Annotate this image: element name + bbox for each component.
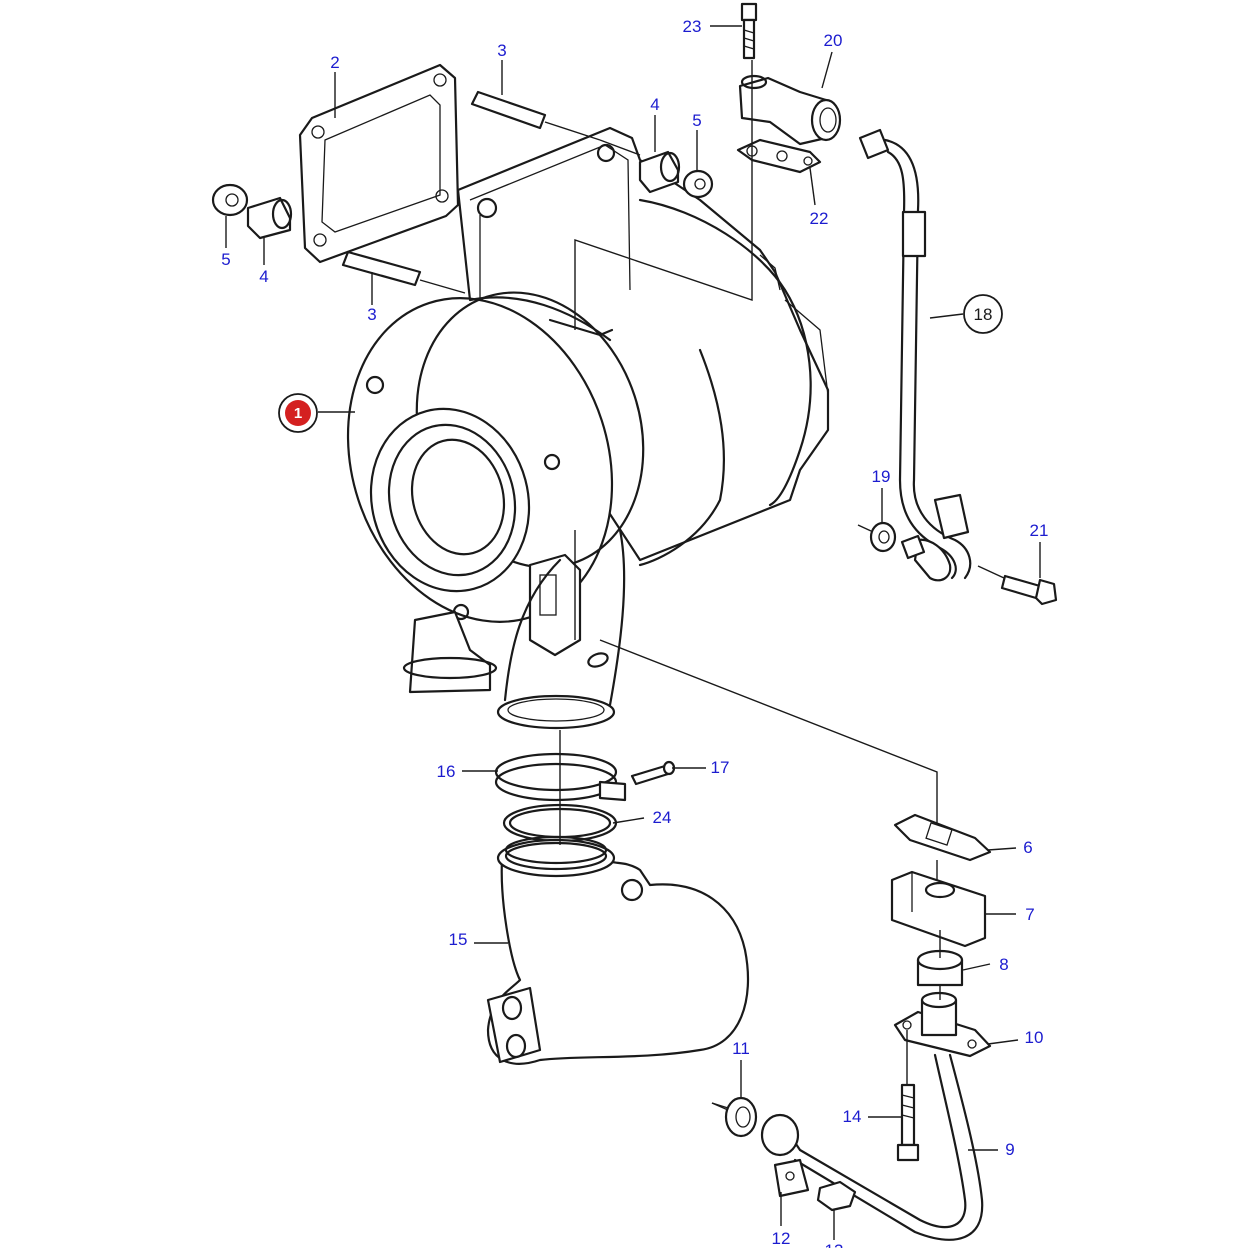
callout-8: 8 bbox=[999, 955, 1008, 974]
callout-23: 23 bbox=[683, 17, 702, 36]
callout-1: 1 bbox=[294, 405, 302, 422]
clip-12 bbox=[773, 1158, 810, 1198]
exhaust-elbow-15 bbox=[486, 835, 750, 1065]
callout-18: 18 bbox=[974, 305, 993, 324]
callout-10: 10 bbox=[1025, 1028, 1044, 1047]
turbocharger-unit bbox=[346, 126, 830, 730]
oil-return-pipe-9 bbox=[760, 1053, 984, 1241]
callout-20: 20 bbox=[824, 31, 843, 50]
callout-1-badge: 1 bbox=[278, 393, 318, 433]
callout-15: 15 bbox=[449, 930, 468, 949]
callout-12: 12 bbox=[772, 1229, 791, 1248]
nut-right bbox=[682, 169, 714, 199]
spacer-left bbox=[246, 196, 293, 240]
callout-3-upper: 3 bbox=[497, 41, 506, 60]
bolt-14 bbox=[896, 1083, 920, 1162]
v-clamp-16 bbox=[494, 752, 627, 802]
flange-pipe-10 bbox=[893, 991, 992, 1058]
banjo-bolt-side bbox=[900, 534, 926, 560]
gasket-6 bbox=[893, 813, 992, 862]
callout-22: 22 bbox=[810, 209, 829, 228]
flange-block-7 bbox=[890, 870, 987, 948]
callout-6: 6 bbox=[1023, 838, 1032, 857]
callout-18-circle: 18 bbox=[963, 294, 1003, 334]
callout-14: 14 bbox=[843, 1107, 862, 1126]
callout-24: 24 bbox=[653, 808, 672, 827]
callout-9: 9 bbox=[1005, 1140, 1014, 1159]
bolt-13 bbox=[816, 1180, 857, 1212]
callout-5-right: 5 bbox=[692, 111, 701, 130]
callout-leaders bbox=[225, 25, 1041, 1240]
assembly-lines bbox=[559, 60, 941, 1109]
callout-16: 16 bbox=[437, 762, 456, 781]
seal-ring-11 bbox=[711, 1096, 758, 1138]
stud-lower bbox=[341, 250, 466, 294]
stud-upper bbox=[470, 90, 601, 141]
callout-17: 17 bbox=[711, 758, 730, 777]
bolt-17 bbox=[630, 760, 676, 786]
callout-4-right: 4 bbox=[650, 95, 659, 114]
callout-5-left: 5 bbox=[221, 250, 230, 269]
spacer-right bbox=[638, 150, 681, 194]
oil-pipe-18 bbox=[858, 128, 972, 582]
callout-labels: 2 3 3 4 4 5 5 6 7 8 9 10 11 12 13 14 15 … bbox=[221, 17, 1048, 1248]
nut-left bbox=[211, 183, 249, 217]
flange-gasket bbox=[298, 63, 460, 264]
callout-2: 2 bbox=[330, 53, 339, 72]
callout-7: 7 bbox=[1025, 905, 1034, 924]
callout-13: 13 bbox=[825, 1241, 844, 1248]
callout-4-left: 4 bbox=[259, 267, 268, 286]
banjo-fitting-20 bbox=[738, 74, 842, 146]
callout-21: 21 bbox=[1030, 521, 1049, 540]
gasket-22 bbox=[736, 138, 822, 174]
banjo-bolt-23 bbox=[740, 2, 758, 60]
callout-3-lower: 3 bbox=[367, 305, 376, 324]
sleeve-8 bbox=[916, 949, 964, 987]
bolt-21 bbox=[977, 565, 1058, 606]
callout-19: 19 bbox=[872, 467, 891, 486]
washer-19 bbox=[857, 521, 897, 553]
callout-11: 11 bbox=[732, 1039, 750, 1058]
